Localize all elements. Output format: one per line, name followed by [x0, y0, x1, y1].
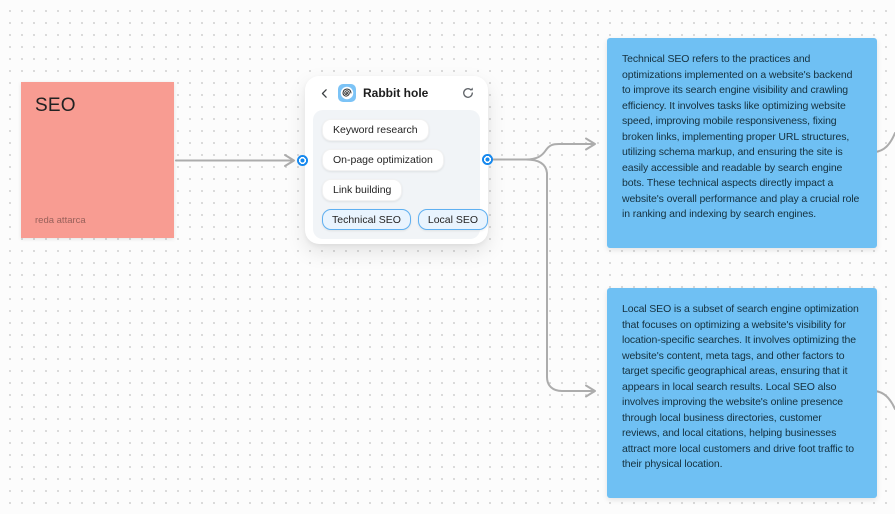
refresh-button[interactable]	[461, 86, 475, 100]
refresh-icon	[463, 87, 473, 98]
arrowhead-technical	[585, 137, 596, 151]
sticky-note-seo[interactable]: SEO reda attarca	[21, 82, 174, 238]
connector-card-to-local	[525, 158, 594, 392]
connector-stub-local	[874, 390, 895, 410]
connector-card-to-technical	[492, 143, 594, 161]
rabbit-hole-header: Rabbit hole	[305, 76, 488, 110]
pill-link-building[interactable]: Link building	[322, 179, 403, 201]
spiral-icon	[338, 84, 356, 102]
connection-dot-right[interactable]	[482, 154, 493, 165]
card-title: Rabbit hole	[363, 86, 429, 100]
back-button[interactable]	[318, 87, 331, 100]
pill-technical-seo[interactable]: Technical SEO	[322, 209, 411, 230]
note-local-seo[interactable]: Local SEO is a subset of search engine o…	[607, 288, 877, 498]
rabbit-hole-card: Rabbit hole Keyword research On-page opt…	[305, 76, 489, 244]
connector-stub-technical	[874, 132, 895, 153]
pill-keyword-research[interactable]: Keyword research	[322, 119, 429, 141]
pill-local-seo[interactable]: Local SEO	[417, 209, 489, 230]
note-technical-text: Technical SEO refers to the practices an…	[622, 53, 860, 221]
selected-pill-row: Technical SEO Local SEO	[322, 209, 489, 230]
sticky-note-title: SEO	[35, 95, 76, 116]
pill-on-page-optimization[interactable]: On-page optimization	[322, 149, 444, 171]
arrowhead-local	[585, 384, 596, 398]
connection-dot-left[interactable]	[297, 155, 308, 166]
sticky-note-author: reda attarca	[35, 215, 86, 226]
note-technical-seo[interactable]: Technical SEO refers to the practices an…	[607, 38, 877, 248]
note-local-text: Local SEO is a subset of search engine o…	[622, 303, 859, 471]
suggestions-panel: Keyword research On-page optimization Li…	[313, 110, 489, 239]
arrowhead-left	[284, 154, 295, 167]
chevron-left-icon	[321, 88, 327, 98]
